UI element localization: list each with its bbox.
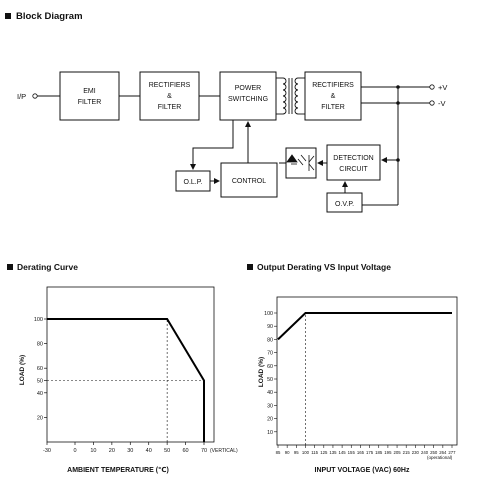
- output-x-tick-label: 230: [412, 450, 420, 455]
- derating-x-tick-label: -30: [43, 448, 51, 454]
- rect2-label-2: &: [331, 93, 336, 100]
- derating-x-tick-label: 60: [183, 448, 189, 454]
- output-derating-curve: [277, 312, 452, 341]
- detection-circuit-block: [326, 144, 381, 181]
- detection-label-2: CIRCUIT: [339, 166, 368, 173]
- output-terminal-neg: [429, 100, 435, 106]
- control-label: CONTROL: [232, 178, 266, 185]
- output-y-tick-label: 20: [267, 417, 273, 423]
- output-x-tick-label: 125: [320, 450, 328, 455]
- olp-label: O.L.P.: [184, 179, 203, 186]
- input-label: I/P: [17, 92, 26, 101]
- derating-title: Derating Curve: [17, 262, 78, 272]
- output-derating-title: Output Derating VS Input Voltage: [257, 262, 391, 272]
- output-x-tick-label: 250: [430, 450, 438, 455]
- output-x-tick-label: 135: [329, 450, 337, 455]
- output-x-tick-label: 145: [339, 450, 347, 455]
- power-label-2: SWITCHING: [228, 96, 268, 103]
- output-x-tick-label: 85: [276, 450, 281, 455]
- output-x-tick-label: 195: [384, 450, 392, 455]
- output-derating-plot-frame: [276, 296, 458, 446]
- output-y-tick-label: 30: [267, 403, 273, 409]
- rect1-label-1: RECTIFIERS: [149, 82, 191, 89]
- input-terminal: [32, 93, 38, 99]
- rectifier-filter-block-secondary: [304, 71, 362, 121]
- output-terminal-pos: [429, 84, 435, 90]
- detection-label-1: DETECTION: [333, 155, 373, 162]
- derating-x-tick-label: 50: [164, 448, 170, 454]
- derating-x-tick-label: 70: [201, 448, 207, 454]
- derating-x-annotation: (VERTICAL): [210, 448, 238, 454]
- output-x-tick-label: 95: [294, 450, 299, 455]
- output-label-pos: +V: [438, 83, 447, 92]
- ovp-label: O.V.P.: [335, 201, 354, 208]
- output-x-tick-label: 215: [403, 450, 411, 455]
- output-derating-x-annotation: (operational): [427, 455, 453, 460]
- output-y-tick-label: 80: [267, 337, 273, 343]
- output-label-neg: -V: [438, 99, 446, 108]
- derating-y-tick-label: 50: [37, 379, 43, 385]
- output-y-tick-label: 60: [267, 364, 273, 370]
- output-x-tick-label: 100: [302, 450, 310, 455]
- rect1-label-2: &: [167, 93, 172, 100]
- derating-x-tick-label: 30: [127, 448, 133, 454]
- output-y-tick-label: 70: [267, 351, 273, 357]
- derating-section: Derating Curve -30 0 10 20 30 40 50 60 70 100 80 60…: [7, 262, 238, 474]
- optocoupler-icon: [286, 154, 315, 171]
- section-bullet: [247, 264, 253, 270]
- section-bullet: [7, 264, 13, 270]
- power-switching-block: [219, 71, 277, 121]
- power-label-1: POWER: [235, 85, 261, 92]
- wire-power-to-olp: [190, 120, 234, 170]
- output-x-tick-label: 205: [393, 450, 401, 455]
- rect1-label-3: FILTER: [158, 104, 182, 111]
- derating-y-tick-label: 40: [37, 391, 43, 397]
- output-x-tick-label: 240: [421, 450, 429, 455]
- junction-detection: [396, 158, 400, 162]
- output-y-tick-label: 90: [267, 324, 273, 330]
- derating-xlabel: AMBIENT TEMPERATURE (℃): [67, 466, 169, 474]
- block-diagram: Block Diagram I/P EMI FILTER RECTIFIERS …: [5, 11, 447, 213]
- derating-x-tick-label: 10: [90, 448, 96, 454]
- section-bullet: [5, 13, 11, 19]
- output-x-tick-label: 277: [448, 450, 456, 455]
- emi-label-1: EMI: [83, 88, 96, 95]
- rect2-label-3: FILTER: [321, 104, 345, 111]
- output-y-tick-label: 100: [264, 311, 273, 317]
- output-y-tick-label: 50: [267, 377, 273, 383]
- derating-x-tick-label: 40: [146, 448, 152, 454]
- output-x-tick-label: 185: [375, 450, 383, 455]
- derating-ylabel: LOAD (%): [19, 355, 26, 385]
- output-x-tick-label: 115: [311, 450, 318, 455]
- output-x-tick-label: 175: [366, 450, 374, 455]
- output-y-tick-label: 40: [267, 390, 273, 396]
- output-x-tick-label: 90: [285, 450, 290, 455]
- output-derating-xlabel: INPUT VOLTAGE (VAC) 60Hz: [315, 467, 410, 474]
- block-diagram-title: Block Diagram: [16, 11, 83, 22]
- output-x-tick-label: 165: [357, 450, 365, 455]
- derating-y-tick-label: 100: [34, 317, 43, 323]
- derating-y-tick-label: 20: [37, 415, 43, 421]
- output-x-tick-label: 264: [439, 450, 447, 455]
- emi-label-2: FILTER: [78, 99, 102, 106]
- control-block: [220, 162, 278, 198]
- derating-y-tick-label: 80: [37, 342, 43, 348]
- derating-x-tick-label: 20: [109, 448, 115, 454]
- rect2-label-1: RECTIFIERS: [312, 82, 354, 89]
- derating-curve: [47, 318, 205, 442]
- derating-x-tick-label: 0: [73, 448, 76, 454]
- derating-y-tick-label: 60: [37, 366, 43, 372]
- rectifier-filter-block-primary: [139, 71, 200, 121]
- output-y-tick-label: 10: [267, 430, 273, 436]
- emi-filter-block: [59, 71, 120, 121]
- output-x-tick-label: 155: [348, 450, 356, 455]
- transformer-symbol: [276, 77, 305, 115]
- output-derating-ylabel: LOAD (%): [258, 357, 265, 387]
- derating-plot-frame: [46, 286, 215, 443]
